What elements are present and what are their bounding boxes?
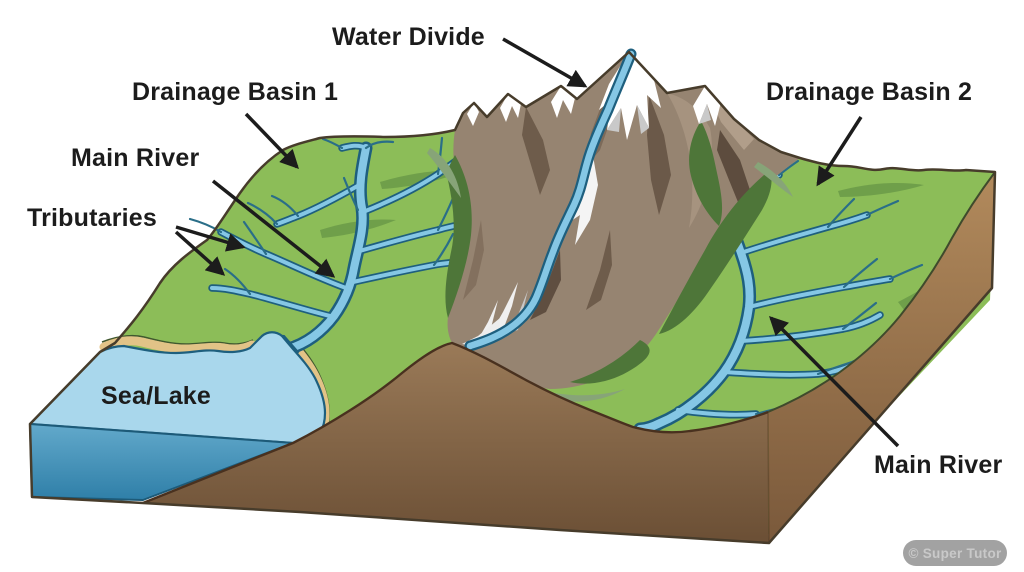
- arrow-water-divide: [502, 37, 588, 88]
- arrow-main-river-left: [211, 179, 336, 278]
- label-water-divide: Water Divide: [332, 23, 485, 51]
- right-cliff-edge: [767, 171, 996, 413]
- annotation-arrows: [174, 37, 900, 448]
- watermark-badge: © Super Tutor: [903, 540, 1007, 566]
- front-cliff-face: [143, 343, 769, 543]
- label-main-river-left: Main River: [71, 144, 200, 172]
- label-main-river-right: Main River: [874, 451, 1003, 479]
- front-cliff-edge: [142, 341, 769, 505]
- arrow-tributaries-upper: [175, 225, 246, 252]
- watermark-text: © Super Tutor: [908, 545, 1002, 561]
- water-divide-river: [464, 48, 637, 352]
- label-tributaries: Tributaries: [27, 204, 158, 232]
- sea-surface: [28, 331, 327, 445]
- arrow-drainage-basin-1: [244, 112, 299, 170]
- arrow-drainage-basin-2: [816, 116, 863, 187]
- right-cliff-face: [768, 172, 995, 543]
- block-corner-edge: [767, 411, 770, 544]
- terrain-outline: [28, 50, 997, 545]
- label-drainage-basin-1: Drainage Basin 1: [132, 78, 339, 106]
- arrow-tributaries-lower: [174, 230, 226, 276]
- label-drainage-basin-2: Drainage Basin 2: [766, 78, 973, 106]
- arrow-main-river-right: [769, 315, 900, 448]
- label-sea-lake: Sea/Lake: [101, 382, 212, 410]
